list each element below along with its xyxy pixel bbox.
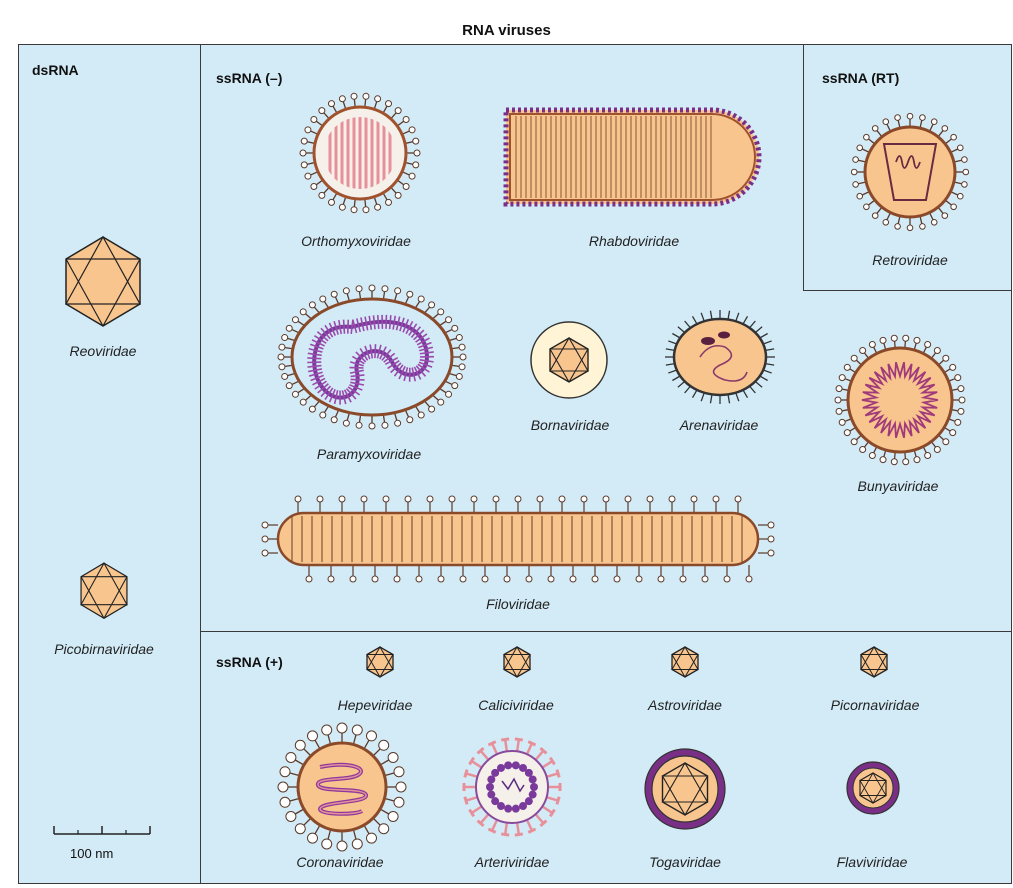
picobirnaviridae-virion-icon <box>76 560 132 622</box>
coronaviridae-virion-icon <box>277 722 407 852</box>
coronaviridae-label: Coronaviridae <box>296 854 383 870</box>
scale-bar-label: 100 nm <box>70 846 113 861</box>
retroviridae-label: Retroviridae <box>872 252 947 268</box>
arteriviridae-label: Arteriviridae <box>475 854 550 870</box>
filoviridae-label: Filoviridae <box>486 596 550 612</box>
retroviridae-virion-icon <box>850 112 970 232</box>
rhabdoviridae-virion-icon <box>500 102 770 212</box>
panel-dsrna <box>18 44 201 884</box>
reoviridae-label: Reoviridae <box>70 343 137 359</box>
flaviviridae-virion-icon <box>843 758 903 818</box>
picornaviridae-virion-icon <box>857 645 891 679</box>
picobirnaviridae-label: Picobirnaviridae <box>54 641 154 657</box>
panel-label-ssrna-positive: ssRNA (+) <box>216 654 283 670</box>
bunyaviridae-virion-icon <box>830 330 970 470</box>
togaviridae-virion-icon <box>640 744 730 834</box>
reoviridae-virion-icon <box>58 232 148 332</box>
caliciviridae-label: Caliciviridae <box>478 697 553 713</box>
flaviviridae-label: Flaviviridae <box>837 854 908 870</box>
panel-label-dsrna: dsRNA <box>32 62 79 78</box>
hepeviridae-label: Hepeviridae <box>338 697 413 713</box>
arenaviridae-virion-icon <box>660 302 780 412</box>
panel-label-ssrna-negative: ssRNA (–) <box>216 70 282 86</box>
picornaviridae-label: Picornaviridae <box>831 697 920 713</box>
filoviridae-virion-icon <box>258 488 778 588</box>
hepeviridae-virion-icon <box>363 645 397 679</box>
bornaviridae-label: Bornaviridae <box>531 417 610 433</box>
bornaviridae-virion-icon <box>527 318 611 402</box>
rhabdoviridae-label: Rhabdoviridae <box>589 233 679 249</box>
orthomyxoviridae-label: Orthomyxoviridae <box>301 233 411 249</box>
bunyaviridae-label: Bunyaviridae <box>858 478 939 494</box>
arenaviridae-label: Arenaviridae <box>680 417 759 433</box>
arteriviridae-virion-icon <box>457 732 567 842</box>
figure-title: RNA viruses <box>0 22 1013 39</box>
paramyxoviridae-virion-icon <box>272 282 472 432</box>
scale-bar <box>52 822 152 842</box>
panel-label-ssrna-rt: ssRNA (RT) <box>822 70 899 86</box>
astroviridae-virion-icon <box>668 645 702 679</box>
astroviridae-label: Astroviridae <box>648 697 722 713</box>
caliciviridae-virion-icon <box>500 645 534 679</box>
paramyxoviridae-label: Paramyxoviridae <box>317 446 421 462</box>
orthomyxoviridae-virion-icon <box>295 88 425 218</box>
togaviridae-label: Togaviridae <box>649 854 721 870</box>
